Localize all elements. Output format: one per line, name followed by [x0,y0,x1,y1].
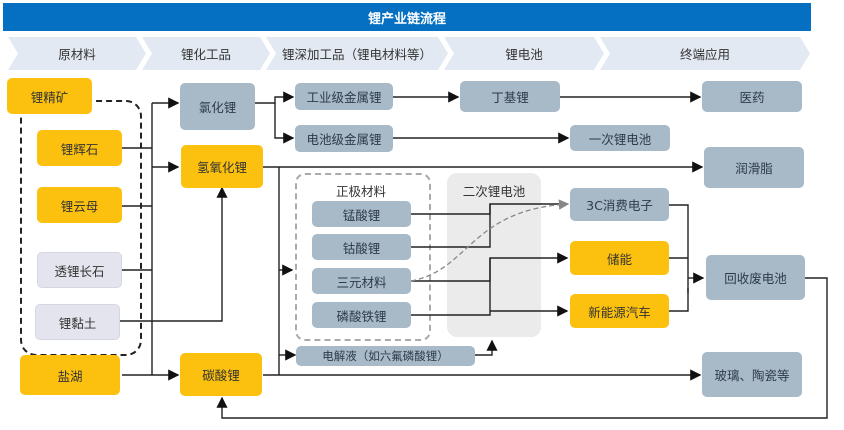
node-battery-lithium-metal[interactable]: 电池级金属锂 [295,125,393,152]
node-salt-lake[interactable]: 盐湖 [20,355,120,395]
node-lepidolite[interactable]: 锂云母 [37,187,122,223]
node-industrial-lithium-metal[interactable]: 工业级金属锂 [295,83,393,110]
arrow-clay-to-hydroxide [120,186,228,322]
diagram-title: 锂产业链流程 [3,3,811,31]
stage-deep-processing: 锂深加工品（锂电材料等） [266,37,448,70]
node-lithium-concentrate[interactable]: 锂精矿 [7,78,92,114]
node-lithium-cobaltate[interactable]: 钴酸锂 [312,234,411,260]
node-glass-ceramics[interactable]: 玻璃、陶瓷等 [702,352,802,397]
arrow-to-battery-metal [274,103,295,144]
node-consumer-electronics[interactable]: 3C消费电子 [570,188,669,221]
wire-manganate [411,203,560,215]
node-lithium-clay[interactable]: 锂黏土 [35,304,120,340]
secondary-battery-group-label: 二次锂电池 [462,184,526,199]
stage-end-applications: 终端应用 [600,37,810,70]
node-lithium-carbonate[interactable]: 碳酸锂 [180,353,262,396]
arrow-to-energy-storage [411,252,569,282]
node-electrolyte[interactable]: 电解液（如六氟磷酸锂） [296,346,475,366]
secondary-battery-group [447,173,541,337]
node-lfp[interactable]: 磷酸铁锂 [312,302,411,328]
node-lithium-hydroxide[interactable]: 氢氧化锂 [181,145,263,188]
node-primary-battery[interactable]: 一次锂电池 [570,125,670,151]
node-medicine[interactable]: 医药 [702,81,802,112]
stage-raw-materials: 原材料 [8,37,146,70]
arrow-electrolyte-to-battery [475,339,498,356]
cathode-group-label: 正极材料 [335,184,386,199]
node-butyllithium[interactable]: 丁基锂 [460,81,560,112]
node-new-energy-vehicles[interactable]: 新能源汽车 [570,294,669,328]
node-lithium-chloride[interactable]: 氯化锂 [180,83,255,130]
dashed-arrow-ternary-to-3c [410,199,570,282]
cathode-group-outline [295,173,431,341]
node-energy-storage[interactable]: 储能 [570,241,669,275]
arrow-to-industrial-metal [255,91,295,104]
node-battery-recycling[interactable]: 回收废电池 [706,255,805,300]
node-lithium-manganate[interactable]: 锰酸锂 [312,201,411,227]
node-ternary-material[interactable]: 三元材料 [312,268,411,294]
node-lubricant[interactable]: 润滑脂 [704,147,804,188]
stage-lithium-battery: 锂电池 [444,37,604,70]
node-spodumene[interactable]: 锂辉石 [37,130,122,166]
stage-lithium-chemicals: 锂化工品 [142,37,270,70]
arrow-recycling-to-carbonate [216,277,828,419]
node-petalite[interactable]: 透锂长石 [37,252,122,288]
